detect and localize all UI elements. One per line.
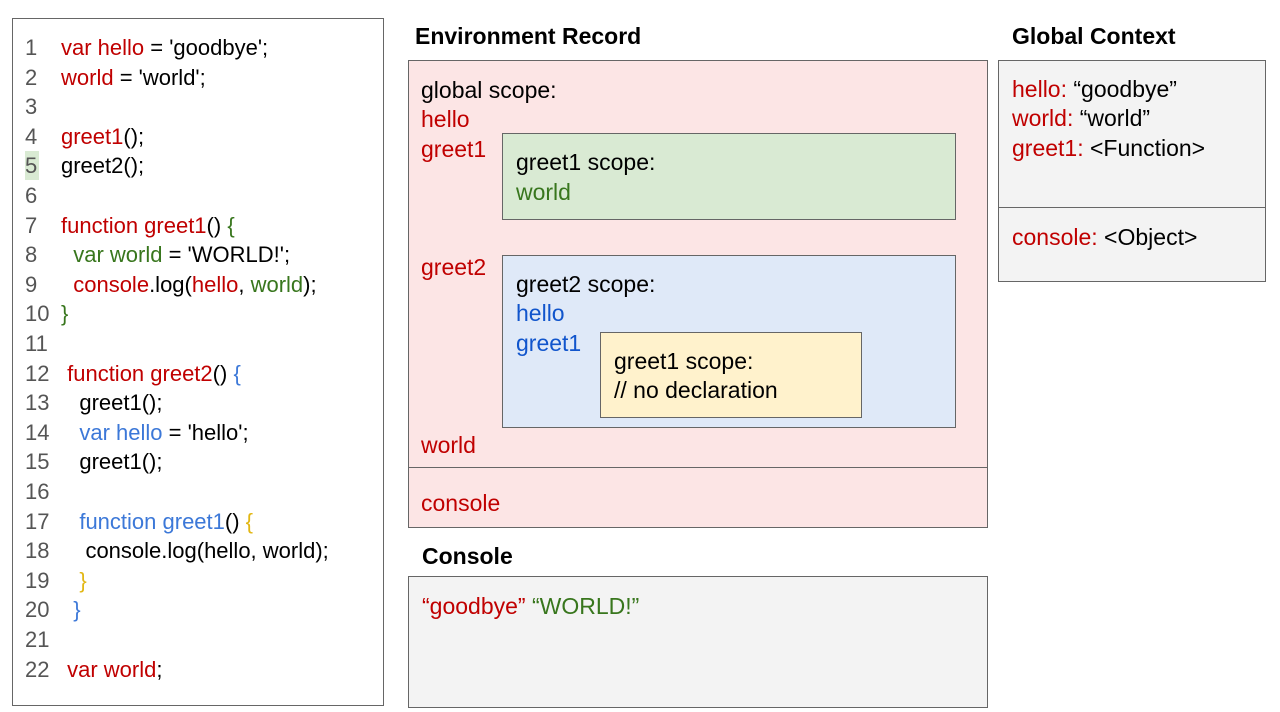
global-console: console xyxy=(421,490,501,516)
global-context-box xyxy=(998,60,1266,282)
console-output: “goodbye” “WORLD!” xyxy=(422,592,639,621)
code-text: function greet2() { xyxy=(61,360,241,386)
env-record-heading: Environment Record xyxy=(415,23,642,49)
gc-value: “world” xyxy=(1073,105,1151,131)
code-text: var world = 'WORLD!'; xyxy=(61,242,291,268)
line-number: 4 xyxy=(25,123,38,149)
console-box xyxy=(408,576,988,708)
line-number: 11 xyxy=(25,331,48,356)
line-number: 8 xyxy=(25,242,38,268)
env-divider xyxy=(409,467,987,468)
line-number: 16 xyxy=(25,479,50,504)
code-text: } xyxy=(61,567,87,593)
code-text: function greet1() { xyxy=(61,508,254,534)
line-number: 7 xyxy=(25,212,38,238)
code-text: greet1(); xyxy=(61,390,163,416)
gc-key: console: xyxy=(1012,224,1098,250)
greet2-scope-hello: hello xyxy=(516,300,565,326)
code-text: greet1(); xyxy=(61,449,163,475)
line-number: 9 xyxy=(25,271,38,297)
greet2-scope-title: greet2 scope: xyxy=(516,271,656,297)
global-context-divider xyxy=(999,207,1265,208)
gc-value: <Object> xyxy=(1097,224,1198,250)
code-text: world = 'world'; xyxy=(61,64,206,90)
console-heading: Console xyxy=(422,543,513,569)
code-text: function greet1() { xyxy=(61,212,235,238)
code-text: var hello = 'hello'; xyxy=(61,419,249,445)
global-world: world xyxy=(421,432,476,458)
gc-value: “goodbye” xyxy=(1066,76,1177,102)
console-output-2: “WORLD!” xyxy=(525,593,640,619)
code-text: } xyxy=(61,597,81,623)
global-greet2: greet2 xyxy=(421,254,487,280)
line-number: 22 xyxy=(25,656,50,682)
greet2-scope-greet1: greet1 xyxy=(516,330,582,356)
inner-greet1-scope-box xyxy=(600,332,862,418)
gc-key: hello: xyxy=(1012,76,1067,102)
line-number: 18 xyxy=(25,538,50,564)
code-text: var world; xyxy=(61,656,163,682)
gc-key: world: xyxy=(1012,105,1074,131)
code-text: } xyxy=(61,301,69,327)
greet1-scope-title: greet1 scope: xyxy=(516,149,656,175)
code-text: console.log(hello, world); xyxy=(61,538,329,564)
line-number: 10 xyxy=(25,301,50,327)
gc-value: <Function> xyxy=(1083,135,1206,161)
gc-row-greet1: greet1: <Function> xyxy=(1012,134,1205,163)
global-greet1: greet1 xyxy=(421,136,487,162)
gc-row-hello: hello: “goodbye” xyxy=(1012,75,1177,104)
gc-key: greet1: xyxy=(1012,135,1084,161)
line-number: 15 xyxy=(25,449,50,475)
line-number: 6 xyxy=(25,183,38,208)
line-number: 12 xyxy=(25,360,50,386)
console-output-1: “goodbye” xyxy=(422,593,526,619)
code-text: console.log(hello, world); xyxy=(61,271,317,297)
gc-row-console: console: <Object> xyxy=(1012,223,1197,252)
line-number: 14 xyxy=(25,419,50,445)
global-scope-label: global scope: xyxy=(421,77,557,103)
code-text: greet2(); xyxy=(61,153,145,179)
line-number: 2 xyxy=(25,64,38,90)
global-context-heading: Global Context xyxy=(1012,23,1176,49)
line-number: 3 xyxy=(25,94,38,120)
code-text: var hello = 'goodbye'; xyxy=(61,35,269,60)
global-hello: hello xyxy=(421,106,470,132)
greet1-scope-box xyxy=(502,133,956,220)
line-number: 1 xyxy=(25,35,38,60)
code-panel: 1 var hello = 'goodbye'; 2 world = 'world';… xyxy=(12,18,384,706)
inner-greet1-scope-note: // no declaration xyxy=(614,377,778,403)
gc-row-world: world: “world” xyxy=(1012,104,1150,133)
line-number: 19 xyxy=(25,567,50,593)
line-number: 13 xyxy=(25,390,50,416)
line-number: 5 xyxy=(25,151,39,181)
line-number: 17 xyxy=(25,508,50,534)
inner-greet1-scope-title: greet1 scope: xyxy=(614,348,754,374)
greet1-scope-world: world xyxy=(516,179,571,205)
line-number: 21 xyxy=(25,627,50,652)
code-text: greet1(); xyxy=(61,123,145,149)
line-number: 20 xyxy=(25,597,50,623)
